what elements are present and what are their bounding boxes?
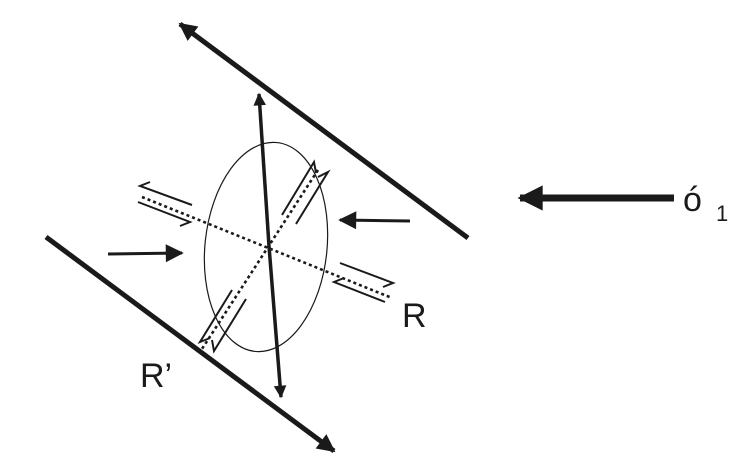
upper-boundary-arrow (178, 21, 470, 241)
shear-plane-r-prime-label: R’ (140, 357, 172, 395)
sigma1-subscript: 1 (716, 201, 728, 226)
compression-arrow-right (338, 211, 411, 230)
shear-sense-r-prime-upper (281, 159, 331, 225)
extension-axis-arrow (253, 92, 271, 247)
strain-ellipse (203, 141, 329, 353)
lower-boundary-arrow (44, 234, 336, 454)
extension-axis-arrow-lower (267, 245, 287, 399)
shear-sense-r-prime-lower (197, 289, 247, 354)
shear-sense-r-lower (331, 262, 396, 303)
shear-sense-r-upper (137, 181, 193, 227)
sigma1-label: ó (683, 181, 702, 219)
shear-plane-r-label: R (402, 297, 427, 335)
shear-plane-r-prime-dotted (198, 169, 320, 353)
compression-arrow-left (107, 244, 184, 263)
